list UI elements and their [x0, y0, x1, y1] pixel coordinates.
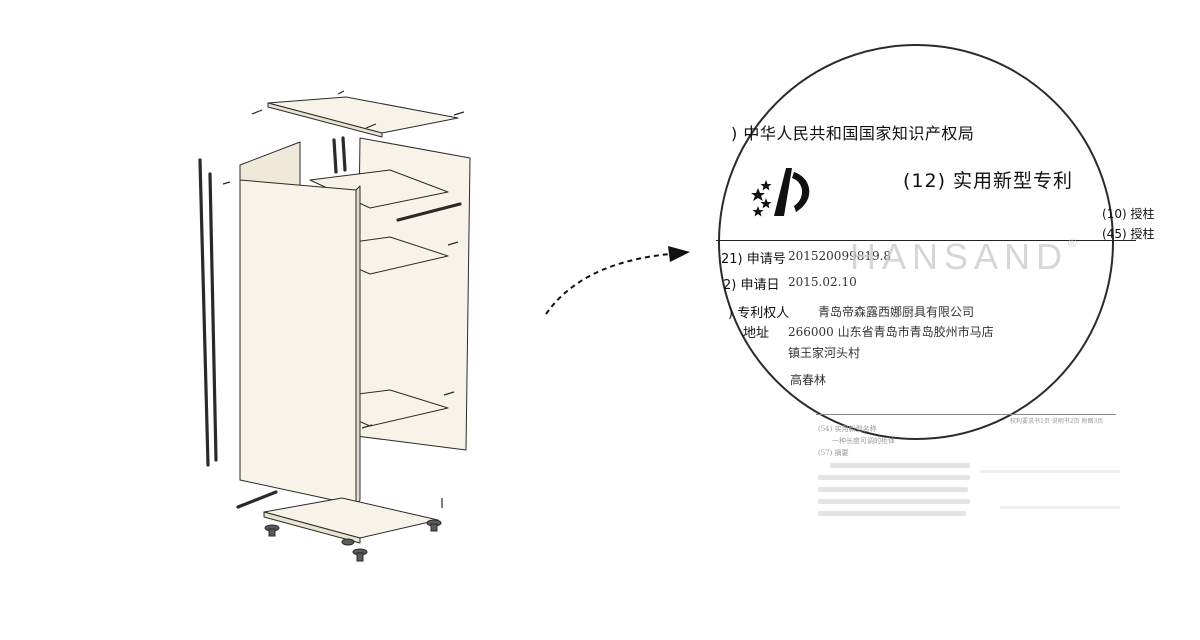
screw-9 — [222, 181, 231, 185]
patentee-label: ) 专利权人 — [728, 306, 790, 321]
cabinet-front-side-edge — [355, 185, 361, 506]
cabinet-base-edge — [263, 511, 361, 544]
header-divider — [716, 240, 1136, 241]
page-info: 权利要求书1页 说明书2页 附图3页 — [1010, 418, 1104, 425]
cabinet-rail-top-2 — [341, 136, 347, 172]
screw-6 — [443, 391, 455, 396]
filing-date-label: 2) 申请日 — [723, 278, 780, 293]
dashed-arrow — [545, 246, 690, 315]
cnipa-emblem-icon — [751, 168, 810, 217]
screw-2 — [365, 123, 377, 129]
issuing-office: ) 中华人民共和国国家知识产权局 — [731, 124, 975, 143]
application-number-label: 21) 申请号 — [721, 252, 786, 267]
title-code: (54) 实用新型名称 — [818, 425, 877, 433]
screw-5 — [447, 241, 459, 246]
abstract-code: (57) 摘要 — [818, 449, 849, 457]
title-value: 一种长度可调的柜体 — [832, 437, 895, 445]
cabinet-rail-base — [236, 490, 278, 509]
cabinet-foot-4 — [341, 538, 355, 546]
cabinet-rail-top-1 — [332, 138, 338, 174]
abstract-line-4 — [818, 499, 970, 504]
cabinet-rail-left-2 — [208, 172, 218, 462]
filing-date-value: 2015.02.10 — [788, 275, 857, 289]
abstract-line-2 — [818, 475, 970, 480]
brand-watermark: HANSAND® — [850, 236, 1083, 278]
dashed-arrow-path — [545, 253, 671, 315]
screw-4 — [337, 90, 345, 95]
document-type: (12) 实用新型专利 — [903, 170, 1074, 192]
cabinet-foot-3-stem — [430, 523, 438, 532]
grant-number-label: (10) 授柱 — [1102, 207, 1155, 221]
cabinet-rail-shelf — [396, 202, 462, 222]
screw-1 — [251, 109, 263, 115]
address-label: 地址 — [743, 326, 770, 341]
screw-3 — [453, 111, 465, 116]
abstract-line-5 — [818, 511, 966, 516]
figure-hint-line — [980, 470, 1120, 473]
cabinet-rail-left-1 — [198, 158, 210, 467]
abstract-line-1 — [830, 463, 970, 468]
abstract-line-3 — [818, 487, 968, 492]
screw-7 — [361, 424, 373, 429]
application-number-value: 201520099819.8 — [788, 249, 892, 263]
arrow-head-icon — [668, 246, 690, 262]
magnifier-circle: ) 中华人民共和国国家知识产权局 (12) 实用新型专利 (10) 授柱 (45… — [716, 44, 1154, 440]
grant-date-label: (45) 授柱 — [1102, 227, 1155, 241]
brand-watermark-text: HANSAND — [850, 236, 1069, 277]
cabinet-exploded-drawing — [198, 90, 471, 562]
brand-watermark-mark: ® — [1068, 236, 1083, 250]
cabinet-foot-2-stem — [356, 552, 364, 562]
inventor-value: 高春林 — [790, 373, 827, 387]
lower-section-divider — [816, 414, 1116, 415]
address-value-line2: 镇王家河头村 — [788, 346, 861, 360]
address-value: 266000 山东省青岛市青岛胶州市马店 — [788, 325, 994, 339]
cabinet-top-panel-edge — [267, 102, 383, 138]
figure-hint-line-2 — [1000, 506, 1120, 509]
patentee-value: 青岛帝森露西娜厨具有限公司 — [818, 305, 975, 319]
cabinet-foot-1-stem — [268, 528, 276, 537]
